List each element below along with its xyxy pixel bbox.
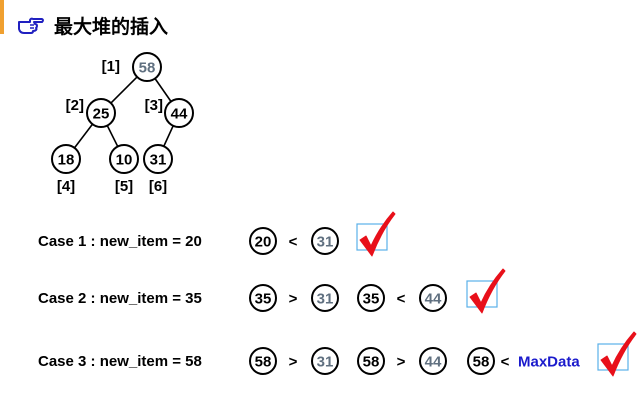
check-mark bbox=[597, 331, 637, 377]
heap-node-2: 25 bbox=[86, 98, 116, 128]
heap-node-1: 58 bbox=[132, 52, 162, 82]
node-value: 18 bbox=[58, 152, 75, 169]
case-row: Case 3 : new_item = 58 58 >31 58 >44 58 < MaxDa… bbox=[38, 331, 637, 377]
maxdata-label: MaxData bbox=[518, 354, 580, 371]
node-value: 25 bbox=[93, 106, 110, 123]
heap-index-label: [6] bbox=[149, 178, 167, 195]
slide-title: 最大堆的插入 bbox=[18, 10, 168, 40]
case-node: 35 bbox=[357, 284, 385, 312]
node-value: 31 bbox=[317, 354, 334, 371]
tree-edge bbox=[110, 76, 138, 104]
tree-edge bbox=[163, 125, 174, 147]
page-title: 最大堆的插入 bbox=[54, 15, 169, 38]
node-circle bbox=[132, 52, 162, 82]
node-value: 58 bbox=[255, 354, 272, 371]
comparison-operator: < bbox=[397, 291, 406, 308]
case-node: 58 bbox=[249, 347, 277, 375]
heap-node-4: 18 bbox=[51, 144, 81, 174]
node-value: 44 bbox=[425, 354, 442, 371]
node-value: 10 bbox=[116, 152, 133, 169]
heap-index-label: [4] bbox=[57, 178, 75, 195]
comparison-operator: < bbox=[289, 234, 298, 251]
heap-index-label: [2] bbox=[66, 97, 84, 114]
node-circle bbox=[51, 144, 81, 174]
node-circle bbox=[249, 227, 277, 255]
node-circle bbox=[419, 284, 447, 312]
node-value: 58 bbox=[139, 60, 156, 77]
case-node: 44 bbox=[419, 284, 447, 312]
node-value: 31 bbox=[317, 291, 334, 308]
case-label: Case 3 : new_item = 58 bbox=[38, 353, 202, 370]
node-circle bbox=[311, 347, 339, 375]
heap-node-6: 31 bbox=[143, 144, 173, 174]
heap-index-label: [3] bbox=[145, 97, 163, 114]
case-node: 35 bbox=[249, 284, 277, 312]
heap-index-label: [1] bbox=[102, 58, 120, 75]
node-circle bbox=[357, 284, 385, 312]
case-label: Case 2 : new_item = 35 bbox=[38, 290, 202, 307]
node-value: 31 bbox=[150, 152, 167, 169]
case-node: 31 bbox=[311, 347, 339, 375]
check-mark bbox=[466, 268, 506, 314]
node-circle bbox=[249, 347, 277, 375]
node-circle bbox=[249, 284, 277, 312]
check-mark-icon bbox=[469, 268, 506, 314]
case-node: 58 bbox=[357, 347, 385, 375]
case-label: Case 1 : new_item = 20 bbox=[38, 233, 202, 250]
comparison-operator: > bbox=[397, 354, 406, 371]
heap-index-label: [5] bbox=[115, 178, 133, 195]
case-node: 20 bbox=[249, 227, 277, 255]
check-mark-icon bbox=[600, 331, 637, 377]
node-value: 31 bbox=[317, 234, 334, 251]
node-circle bbox=[164, 98, 194, 128]
accent-bar bbox=[0, 0, 4, 34]
node-value: 44 bbox=[425, 291, 442, 308]
heap-tree-edges bbox=[73, 76, 174, 149]
node-circle bbox=[419, 347, 447, 375]
node-value: 35 bbox=[255, 291, 272, 308]
tree-edge bbox=[154, 78, 172, 102]
pointing-hand-icon bbox=[18, 17, 44, 34]
node-value: 58 bbox=[473, 354, 490, 371]
comparison-operator: > bbox=[289, 354, 298, 371]
node-circle bbox=[86, 98, 116, 128]
node-circle bbox=[311, 284, 339, 312]
case-row: Case 1 : new_item = 20 20 <31 bbox=[38, 211, 396, 257]
node-value: 20 bbox=[255, 234, 272, 251]
node-value: 58 bbox=[363, 354, 380, 371]
node-circle bbox=[467, 347, 495, 375]
node-value: 35 bbox=[363, 291, 380, 308]
case-row: Case 2 : new_item = 35 35 >31 35 <44 bbox=[38, 268, 506, 314]
node-circle bbox=[311, 227, 339, 255]
case-node: 44 bbox=[419, 347, 447, 375]
tree-edge bbox=[73, 123, 94, 149]
heap-node-3: 44 bbox=[164, 98, 194, 128]
check-mark bbox=[356, 211, 396, 257]
heap-tree: 58 [1] 25 [2] 44 [3] 18 [4] 10 [5] 31 [6] bbox=[51, 52, 194, 195]
node-circle bbox=[109, 144, 139, 174]
case-node: 31 bbox=[311, 284, 339, 312]
comparison-operator: > bbox=[289, 291, 298, 308]
check-mark-icon bbox=[359, 211, 396, 257]
node-value: 44 bbox=[171, 106, 188, 123]
node-circle bbox=[357, 347, 385, 375]
node-circle bbox=[143, 144, 173, 174]
case-node: 31 bbox=[311, 227, 339, 255]
heap-node-5: 10 bbox=[109, 144, 139, 174]
case-node: 58 bbox=[467, 347, 495, 375]
tree-edge bbox=[106, 125, 119, 147]
comparison-operator: < bbox=[501, 354, 510, 371]
